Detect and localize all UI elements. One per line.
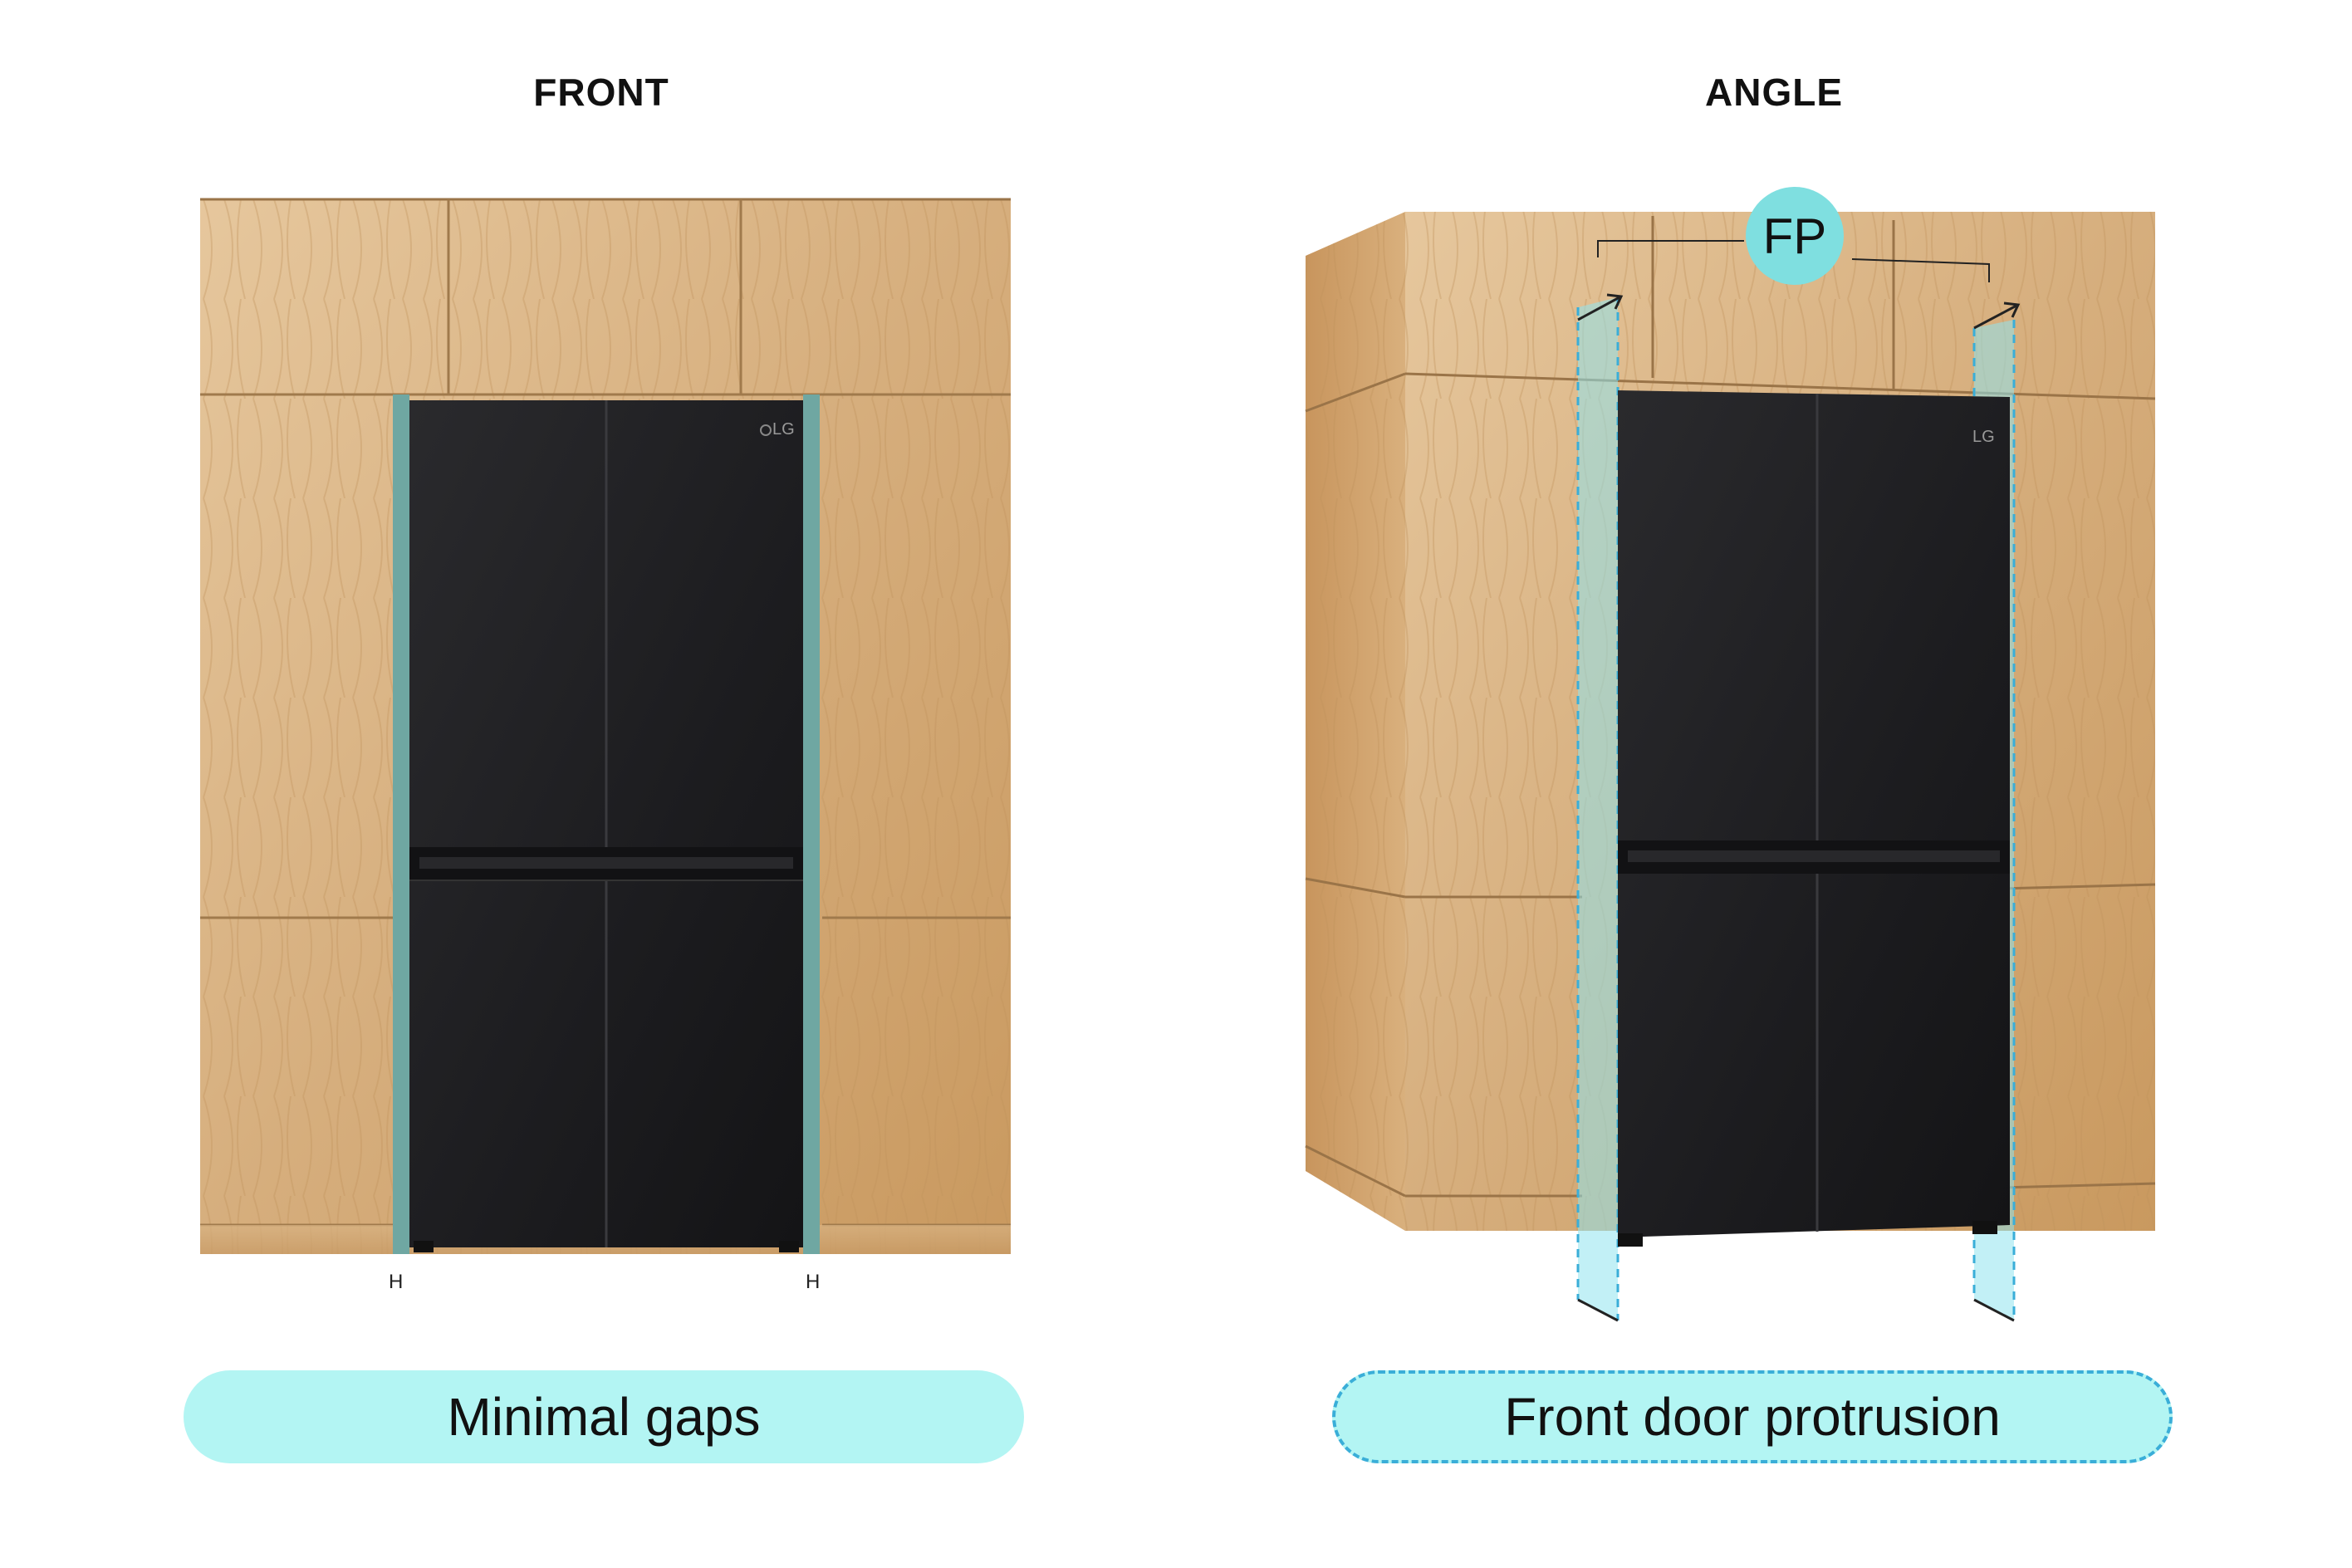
front-cabinet-wall <box>200 198 1011 1254</box>
front-view-title: FRONT <box>533 71 669 114</box>
angle-cabinet-side <box>1305 212 1406 1231</box>
angle-fridge <box>1618 390 2010 1247</box>
protrusion-arrows <box>1577 293 2021 1322</box>
right-protrusion-highlight <box>1974 320 2014 1321</box>
front-fridge <box>409 400 803 1252</box>
fp-badge: FP <box>1746 187 1844 285</box>
angle-view-title: ANGLE <box>1705 71 1843 114</box>
left-gap-marker: H <box>389 1271 404 1293</box>
front-door-protrusion-caption: Front door protrusion <box>1332 1370 2173 1463</box>
angle-cabinet-front <box>1404 212 2156 1231</box>
right-gap-marker: H <box>806 1271 821 1293</box>
front-fridge-logo: LG <box>772 420 795 439</box>
left-gap-highlight <box>393 394 409 1254</box>
minimal-gaps-caption: Minimal gaps <box>184 1370 1024 1463</box>
angle-fridge-logo: LG <box>1972 428 1995 446</box>
right-gap-highlight <box>803 394 820 1254</box>
left-protrusion-highlight <box>1578 297 1618 1321</box>
